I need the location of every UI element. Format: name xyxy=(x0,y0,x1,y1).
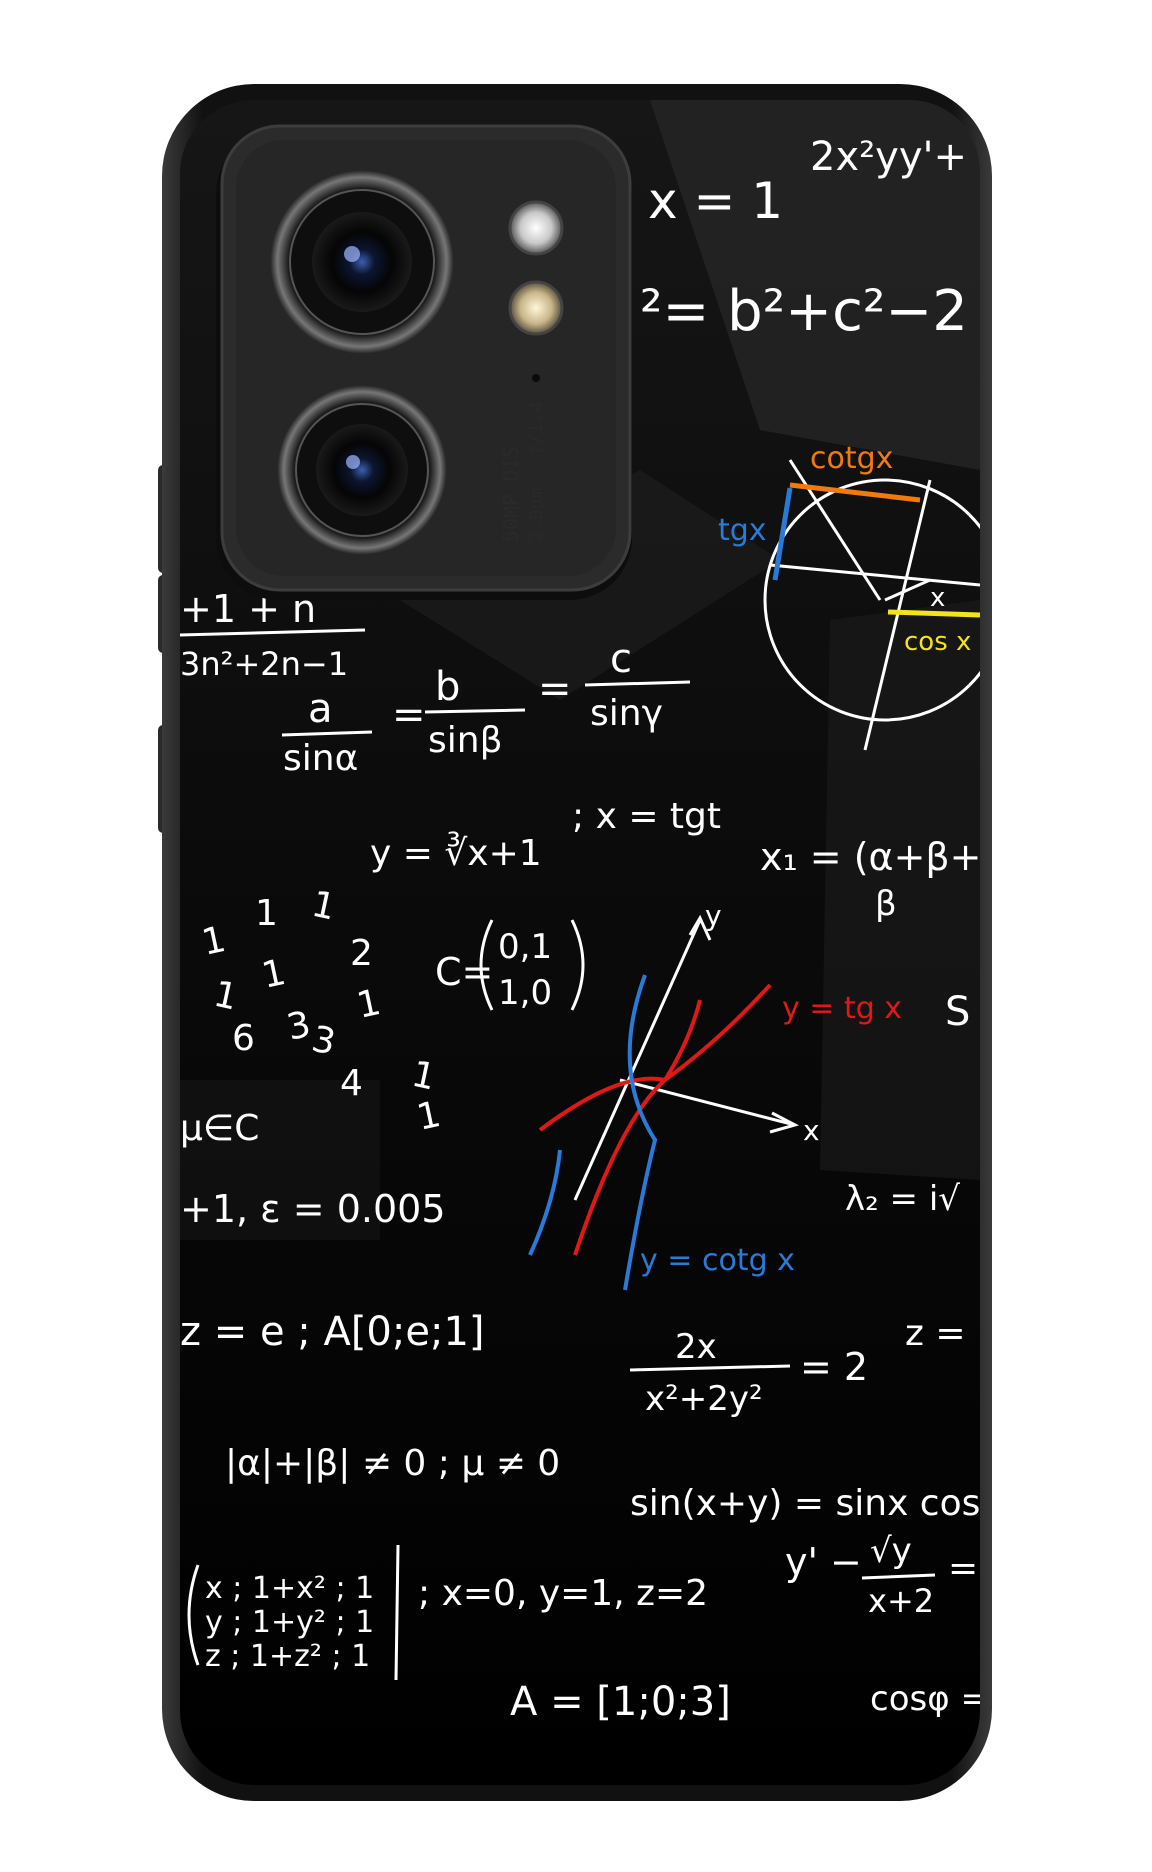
eq-lambda2: λ₂ = i√ xyxy=(845,1179,960,1219)
eq-x-plus-2: x+2 xyxy=(868,1582,934,1620)
flash-led xyxy=(508,280,564,336)
eq-s-partial: S xyxy=(945,989,970,1035)
reflection-shape-left xyxy=(180,1080,380,1240)
camera-spec-line1: 50MP OIS xyxy=(499,446,523,542)
eq-mu-in-c: μ∈C xyxy=(180,1108,259,1149)
number-cloud-digit: 6 xyxy=(232,1018,255,1059)
eq-sine-law-bar-b xyxy=(424,708,526,714)
label-y-tgx: y = tg x xyxy=(782,991,902,1026)
eq-frac-2x-bar xyxy=(629,1364,791,1372)
camera-module: 50MP OIS 2.0μm · f/1.4 xyxy=(216,124,632,600)
label-cosx: cos x xyxy=(904,627,971,657)
eq-x-eq-1: x = 1 xyxy=(648,172,783,230)
matrix-3-row2: y ; 1+y² ; 1 xyxy=(205,1605,374,1640)
graph-axis-y-label: y xyxy=(705,899,722,932)
eq-eq-2: = xyxy=(538,666,572,712)
eq-x1: x₁ = (α+β+ xyxy=(760,835,982,879)
eq-sine-law-bar-c xyxy=(584,680,691,687)
second-lens-glass xyxy=(316,424,408,516)
matrix-3-row1: x ; 1+x² ; 1 xyxy=(205,1571,374,1606)
eq-cos-phi: cosφ = xyxy=(870,1679,989,1719)
matrix-3-row3: z ; 1+z² ; 1 xyxy=(205,1639,370,1674)
eq-A-vector: A = [1;0;3] xyxy=(510,1679,731,1725)
eq-sine-law-sinb: sinβ xyxy=(428,720,503,761)
microphone-hole xyxy=(532,374,540,382)
matrix-c-left-paren xyxy=(479,919,494,1011)
eq-sqrt-y: √y xyxy=(870,1531,912,1571)
tg-cotg-graph xyxy=(528,914,800,1291)
eq-series-bar xyxy=(180,628,366,637)
label-tgx: tgx xyxy=(718,513,767,548)
trig-circle-diagram xyxy=(763,459,980,751)
eq-sine-law-sinc: sinγ xyxy=(590,693,663,734)
eq-sine-law-c: c xyxy=(610,636,632,682)
eq-cosine-law: ²= b²+c²−2 xyxy=(640,279,968,344)
eq-2x2yy: 2x²yy'+ xyxy=(810,134,967,180)
graph-axis-x-label: x xyxy=(803,1114,820,1147)
main-lens-glass xyxy=(312,212,412,312)
eq-beta: β xyxy=(875,884,897,924)
eq-z-e-A: z = e ; A[0;e;1] xyxy=(180,1309,485,1355)
eq-x-tgt: ; x = tgt xyxy=(572,796,721,837)
matrix-c-row1: 0,1 xyxy=(498,927,552,967)
number-cloud-digit: 4 xyxy=(340,1063,363,1104)
eq-sine-law-b: b xyxy=(435,664,460,710)
main-lens-highlight xyxy=(344,246,360,262)
eq-frac-2x-den: x²+2y² xyxy=(645,1379,763,1419)
eq-sin-sum: sin(x+y) = sinx cos xyxy=(630,1483,980,1524)
number-cloud-digit: 1 xyxy=(255,893,278,934)
label-cotgx: cotgx xyxy=(810,441,893,476)
label-x-circle: x xyxy=(930,583,945,613)
eq-xyz-values: ; x=0, y=1, z=2 xyxy=(418,1573,708,1614)
eq-frac-2x-rhs: = 2 xyxy=(800,1345,868,1389)
eq-cube-root: y = ∛x+1 xyxy=(370,831,542,874)
eq-sine-law-a: a xyxy=(308,686,333,732)
eq-epsilon: +1, ε = 0.005 xyxy=(180,1187,446,1231)
eq-series-denominator: 3n²+2n−1 xyxy=(180,645,348,683)
eq-eq-right: = xyxy=(948,1548,978,1589)
eq-sqrt-y-bar xyxy=(861,1573,936,1580)
matrix-c-right-paren xyxy=(570,919,585,1011)
number-cloud-digit: 2 xyxy=(350,933,373,974)
eq-y-prime: y' − xyxy=(785,1540,862,1584)
matrix-c-row2: 1,0 xyxy=(498,973,552,1013)
eq-sine-law-sina: sinα xyxy=(283,738,358,779)
label-y-cotgx: y = cotg x xyxy=(640,1243,795,1278)
eq-frac-2x-num: 2x xyxy=(675,1327,717,1367)
eq-alpha-beta: |α|+|β| ≠ 0 ; μ ≠ 0 xyxy=(225,1443,560,1484)
eq-sine-law-bar-a xyxy=(281,730,373,737)
second-lens-highlight xyxy=(346,455,360,469)
camera-spec-line2: 2.0μm · f/1.4 xyxy=(526,401,547,542)
eq-z-eq: z = xyxy=(905,1313,966,1354)
reflection-shape-right xyxy=(820,600,980,1180)
matrix-3-right-bar xyxy=(394,1544,400,1681)
eq-eq-1: = xyxy=(392,692,426,738)
flash-sensor xyxy=(508,200,564,256)
reflection-shape-top xyxy=(650,100,980,470)
matrix-3-left-paren xyxy=(187,1564,200,1666)
